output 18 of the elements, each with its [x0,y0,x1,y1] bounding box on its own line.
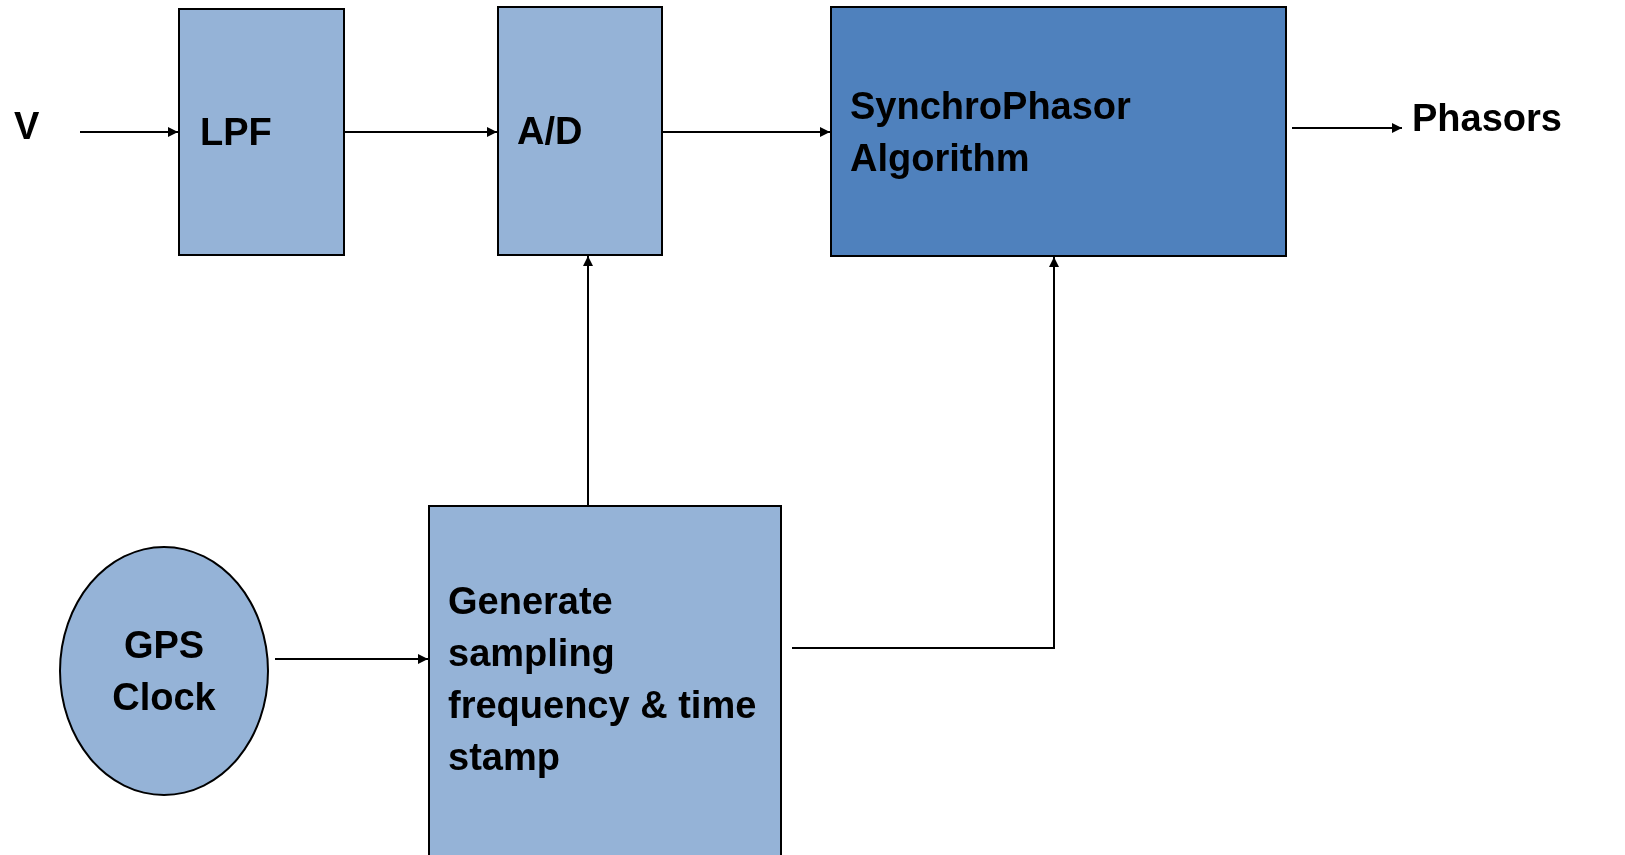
arrow [79,127,179,137]
process-box [178,8,345,256]
process-box [830,6,1287,257]
arrow [274,654,429,664]
arrow [1291,123,1403,133]
process-box [428,505,782,855]
node-label: A/D [517,109,584,154]
node-label: GPS Clock [111,623,217,720]
input-label: V [14,104,41,149]
node-label: LPF [200,110,273,155]
arrow [344,127,498,137]
arrow [583,255,593,506]
process-box [497,6,663,256]
arrow [791,256,1059,649]
arrow [662,127,831,137]
output-label: Phasors [1412,96,1563,141]
node-label: Generate sampling frequency & time stamp [448,579,758,780]
node-label: SynchroPhasor Algorithm [850,83,1132,181]
